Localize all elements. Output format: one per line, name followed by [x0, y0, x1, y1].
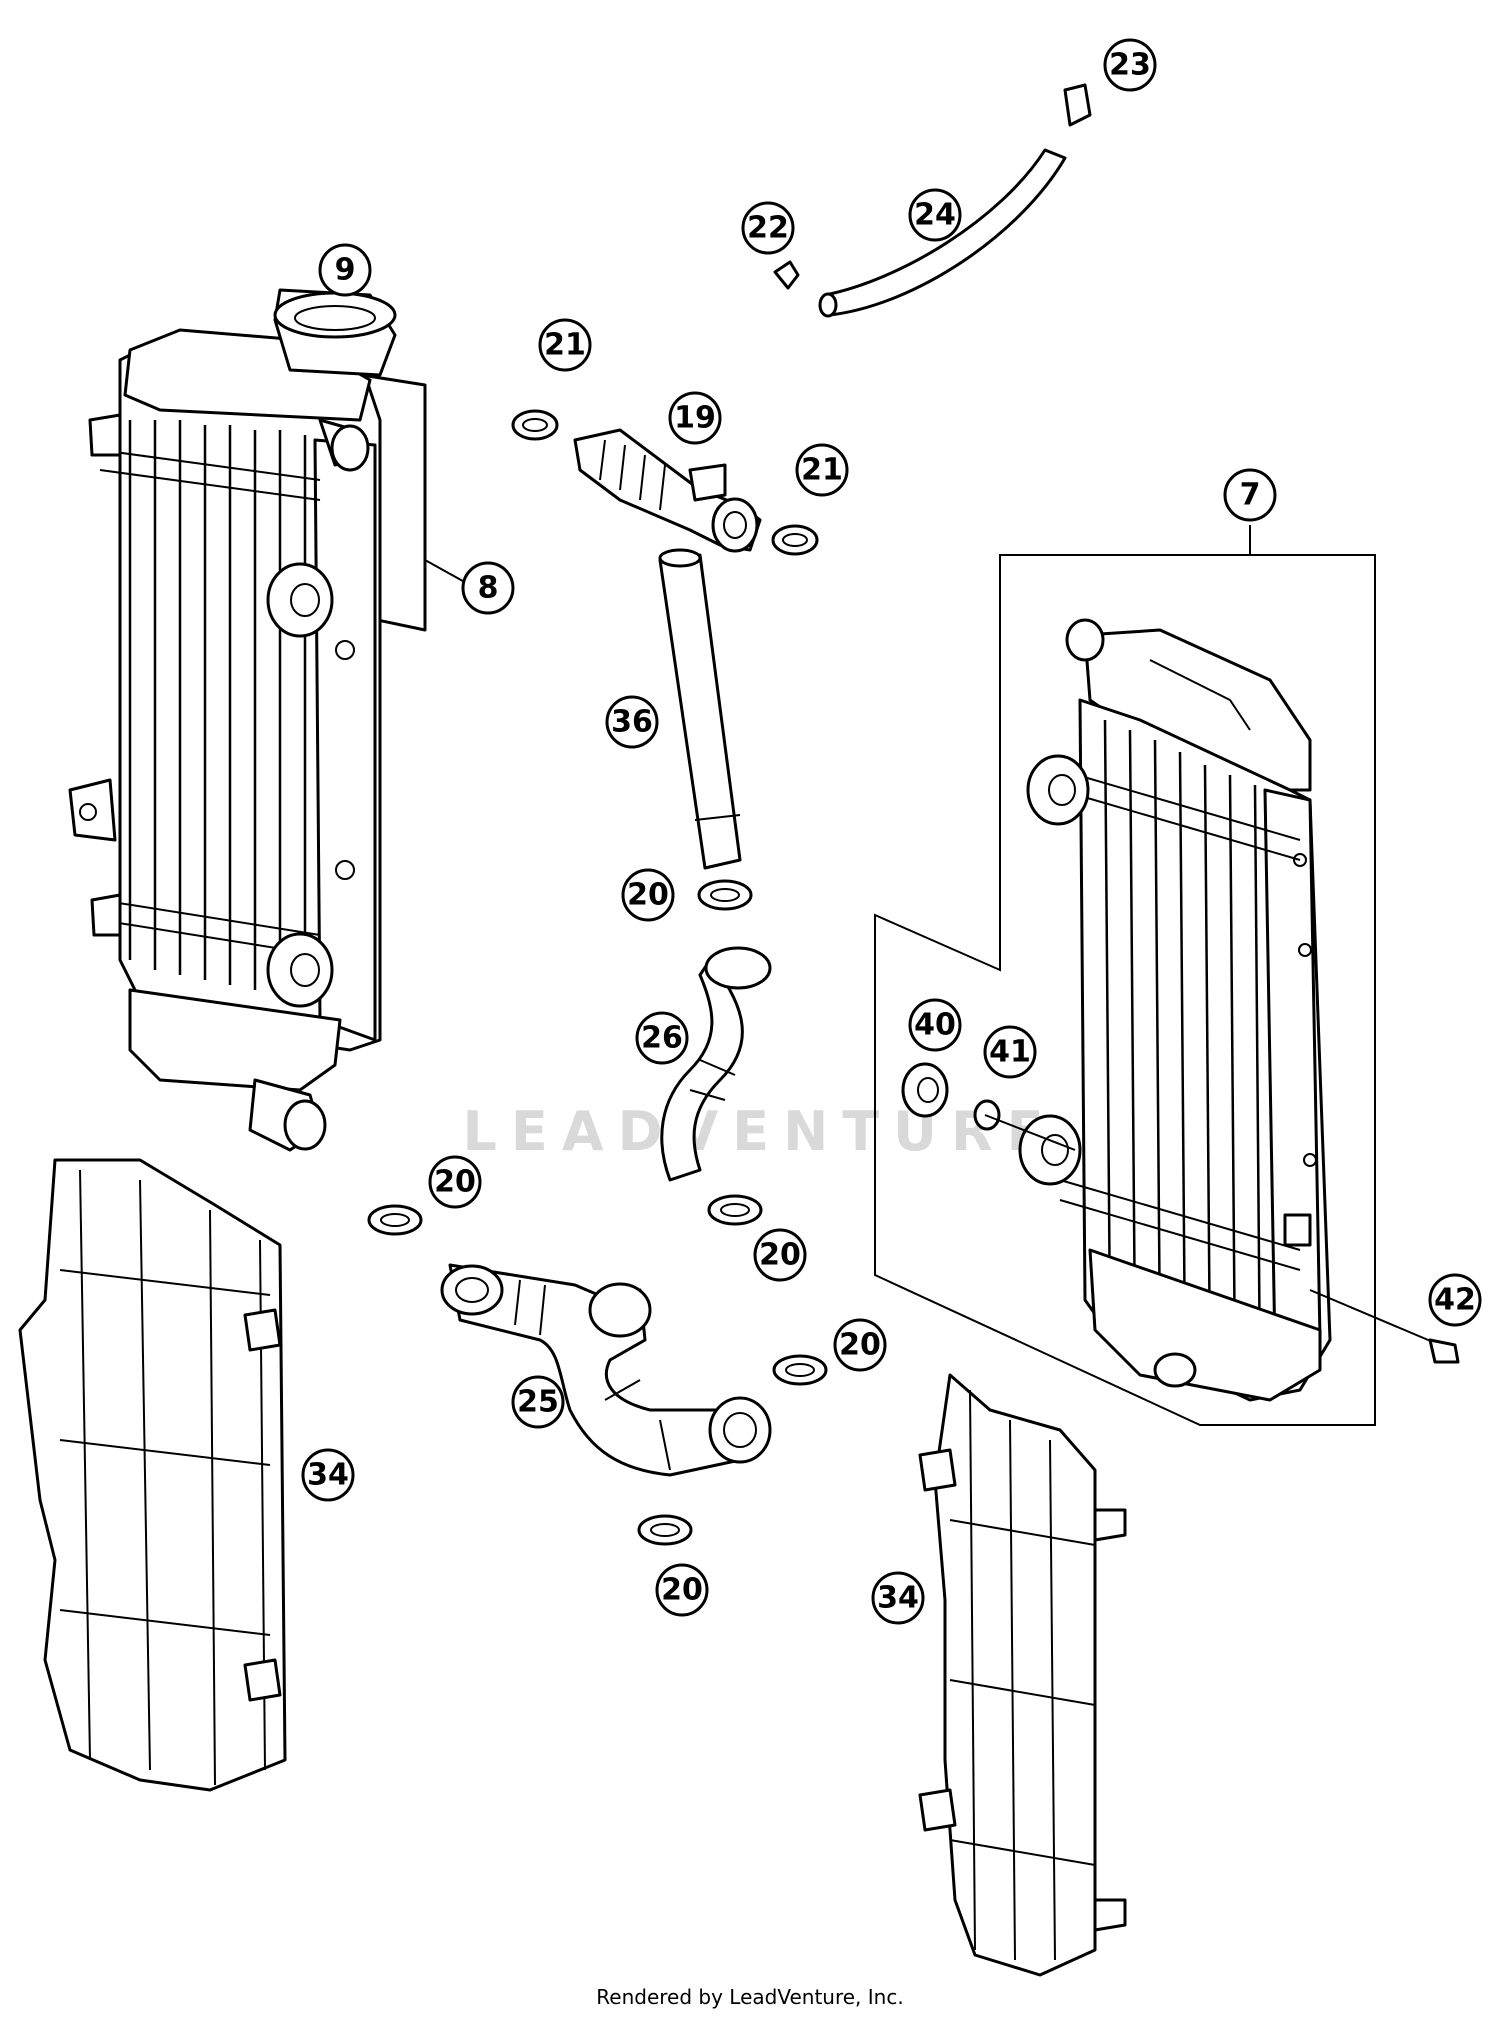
svg-text:7: 7 [1240, 478, 1261, 513]
callout-19: 19 [668, 391, 722, 445]
callout-22: 22 [741, 201, 795, 255]
svg-text:20: 20 [434, 1165, 476, 1200]
callout-34-left: 34 [301, 1448, 355, 1502]
callout-40: 40 [908, 998, 962, 1052]
svg-text:34: 34 [877, 1581, 919, 1616]
callout-23: 23 [1103, 38, 1157, 92]
credit-text: Rendered by LeadVenture, Inc. [596, 1985, 904, 2009]
hose-25[interactable] [440, 1263, 772, 1477]
callout-21-top: 21 [538, 318, 592, 372]
svg-text:9: 9 [335, 253, 356, 288]
callout-36: 36 [605, 695, 659, 749]
callout-24: 24 [908, 188, 962, 242]
svg-text:21: 21 [801, 453, 843, 488]
callout-8: 8 [461, 561, 515, 615]
callout-26: 26 [635, 1011, 689, 1065]
svg-text:40: 40 [914, 1008, 956, 1043]
svg-text:26: 26 [641, 1021, 683, 1056]
bolt[interactable] [1309, 1289, 1460, 1364]
callout-42: 42 [1428, 1273, 1482, 1327]
radiator-cap[interactable] [273, 288, 397, 377]
callout-20-d: 20 [833, 1318, 887, 1372]
svg-text:20: 20 [627, 878, 669, 913]
callout-7: 7 [1223, 468, 1277, 522]
clamp-20-b[interactable] [707, 1194, 763, 1226]
svg-text:23: 23 [1109, 48, 1151, 83]
clamp-21-right[interactable] [771, 524, 819, 556]
clamp-20-d[interactable] [772, 1354, 828, 1386]
vent-hose[interactable] [818, 148, 1067, 318]
left-radiator[interactable] [68, 328, 471, 1152]
thermostat-housing[interactable] [573, 428, 762, 553]
svg-text:34: 34 [307, 1458, 349, 1493]
kit-boundary [874, 554, 1376, 1426]
callout-34-right: 34 [871, 1571, 925, 1625]
vent-nipple[interactable] [1063, 83, 1092, 127]
callout-21-right: 21 [795, 443, 849, 497]
clamp-21-top[interactable] [511, 409, 559, 441]
callout-9: 9 [318, 243, 372, 297]
clamp-20-a[interactable] [697, 879, 753, 911]
svg-text:22: 22 [747, 211, 789, 246]
svg-text:24: 24 [914, 198, 956, 233]
svg-text:20: 20 [759, 1238, 801, 1273]
callout-20-c: 20 [753, 1228, 807, 1282]
right-shroud[interactable] [918, 1373, 1127, 1977]
callout-41: 41 [983, 1025, 1037, 1079]
grommet[interactable] [901, 1062, 949, 1118]
washer[interactable] [973, 1099, 1076, 1151]
svg-text:21: 21 [544, 328, 586, 363]
right-radiator[interactable] [1018, 618, 1332, 1402]
svg-text:41: 41 [989, 1035, 1031, 1070]
left-shroud[interactable] [18, 1158, 287, 1792]
callout-20-e: 20 [655, 1563, 709, 1617]
callout-25: 25 [511, 1375, 565, 1429]
svg-text:42: 42 [1434, 1283, 1476, 1318]
clamp-20-c[interactable] [367, 1204, 423, 1236]
callout-20-a: 20 [621, 868, 675, 922]
svg-text:8: 8 [478, 571, 499, 606]
watermark: LEADVENTURE [463, 1100, 1058, 1163]
svg-text:19: 19 [674, 401, 716, 436]
vent-fitting[interactable] [773, 260, 800, 290]
callout-20-b: 20 [428, 1155, 482, 1209]
svg-text:20: 20 [839, 1328, 881, 1363]
svg-text:20: 20 [661, 1573, 703, 1608]
clamp-20-e[interactable] [637, 1514, 693, 1546]
svg-text:36: 36 [611, 705, 653, 740]
straight-hose[interactable] [658, 548, 742, 870]
svg-text:25: 25 [517, 1385, 559, 1420]
hose-26[interactable] [660, 946, 772, 1182]
